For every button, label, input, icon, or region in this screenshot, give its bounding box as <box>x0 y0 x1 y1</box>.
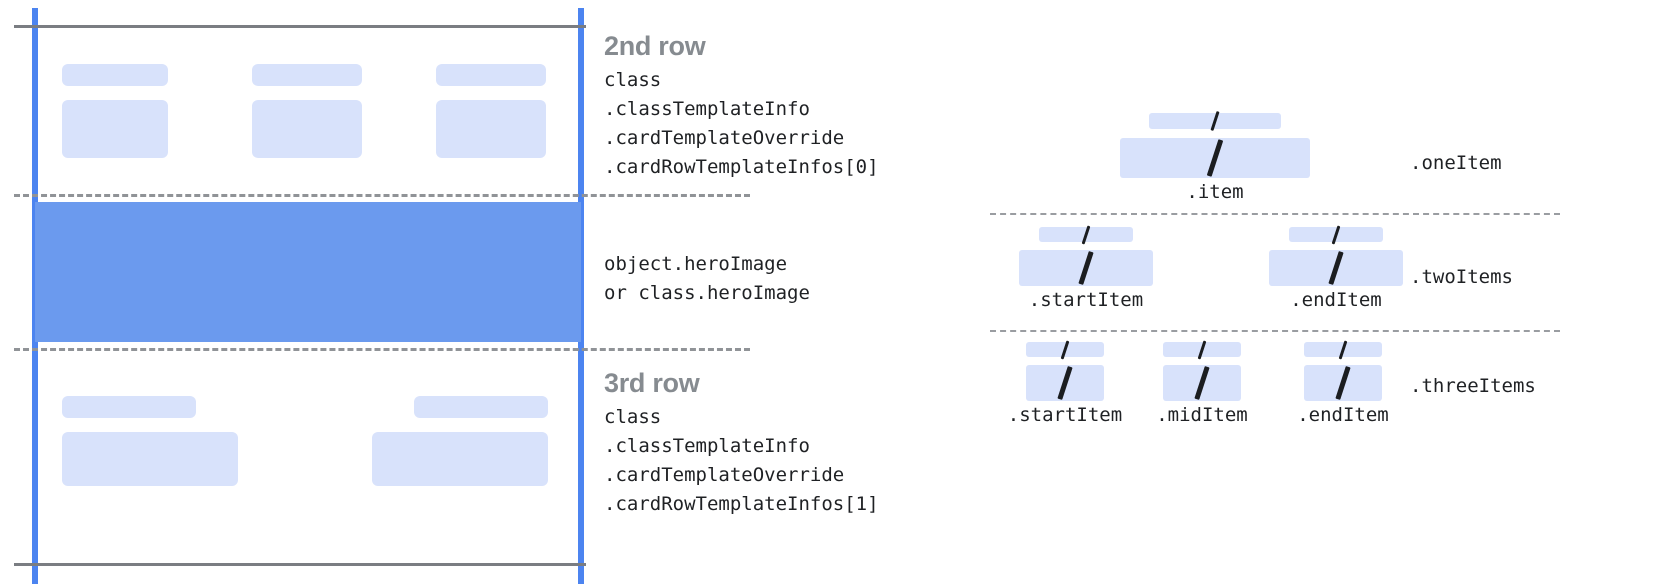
placeholder-value-block <box>62 432 238 486</box>
item-top-bar <box>1149 111 1281 131</box>
placeholder-label-block <box>62 396 196 418</box>
slash-mark-icon <box>1057 366 1073 400</box>
placeholder-value-block <box>372 432 548 486</box>
item-top-bar <box>1289 225 1383 244</box>
item-name-label: .startItem <box>1028 289 1144 311</box>
slash-mark-icon <box>1194 366 1210 400</box>
second-row-title: 2nd row <box>604 31 706 61</box>
item-cell: .midItem <box>1144 340 1260 426</box>
item-top-bar <box>1039 225 1133 244</box>
slash-mark-icon <box>1335 366 1351 400</box>
item-cell: .endItem <box>1250 225 1422 311</box>
card-right-rail <box>578 8 584 584</box>
item-top-bar <box>1304 340 1382 359</box>
row-divider-lower <box>14 348 750 351</box>
item-cell: .startItem <box>1002 340 1128 426</box>
slash-mark-icon <box>1328 251 1344 285</box>
item-top-bar <box>1026 340 1104 359</box>
placeholder-value-block <box>436 100 546 158</box>
item-name-label: .endItem <box>1297 404 1389 426</box>
hero-image-band <box>35 202 581 342</box>
item-top-bar <box>1163 340 1241 359</box>
slash-mark-icon <box>1060 340 1070 359</box>
slash-mark-icon <box>1338 340 1348 359</box>
item-cell: .item <box>1115 111 1315 203</box>
three-items-group-label: .threeItems <box>1410 375 1536 397</box>
card-bottom-border <box>14 563 586 566</box>
item-main-bar <box>1019 250 1153 286</box>
slash-mark-icon <box>1210 111 1220 131</box>
one-item-group-label: .oneItem <box>1410 152 1502 174</box>
item-main-bar <box>1304 365 1382 401</box>
item-main-bar <box>1120 138 1310 178</box>
row-divider-upper <box>14 194 750 197</box>
item-name-label: .endItem <box>1290 289 1382 311</box>
item-main-bar <box>1026 365 1104 401</box>
card-template-diagram <box>0 0 750 584</box>
hero-row-annotation: object.heroImage or class.heroImage <box>604 250 810 308</box>
item-name-label: .startItem <box>1007 404 1123 426</box>
card-top-border <box>14 25 586 28</box>
placeholder-label-block <box>62 64 168 86</box>
item-name-label: .item <box>1186 181 1244 203</box>
slash-mark-icon <box>1081 225 1091 244</box>
third-row-annotation: 3rd row class .classTemplateInfo .cardTe… <box>604 368 879 519</box>
two-items-group-label: .twoItems <box>1410 266 1513 288</box>
placeholder-value-block <box>252 100 362 158</box>
placeholder-value-block <box>62 100 168 158</box>
third-row-code: class .classTemplateInfo .cardTemplateOv… <box>604 405 879 515</box>
item-name-label: .midItem <box>1156 404 1248 426</box>
placeholder-label-block <box>252 64 362 86</box>
third-row-title: 3rd row <box>604 368 700 398</box>
item-main-bar <box>1163 365 1241 401</box>
layout-divider-upper <box>990 213 1560 215</box>
item-cell: .endItem <box>1280 340 1406 426</box>
item-main-bar <box>1269 250 1403 286</box>
item-layout-diagram: .item .oneItem .startItem .endItem .twoI… <box>960 0 1676 584</box>
slash-mark-icon <box>1331 225 1341 244</box>
item-cell: .startItem <box>1000 225 1172 311</box>
placeholder-label-block <box>414 396 548 418</box>
slash-mark-icon <box>1197 340 1207 359</box>
hero-row-code: object.heroImage or class.heroImage <box>604 253 810 305</box>
slash-mark-icon <box>1078 251 1094 285</box>
second-row-code: class .classTemplateInfo .cardTemplateOv… <box>604 68 879 178</box>
placeholder-label-block <box>436 64 546 86</box>
layout-divider-lower <box>990 330 1560 332</box>
second-row-annotation: 2nd row class .classTemplateInfo .cardTe… <box>604 31 879 182</box>
slash-mark-icon <box>1206 139 1224 177</box>
